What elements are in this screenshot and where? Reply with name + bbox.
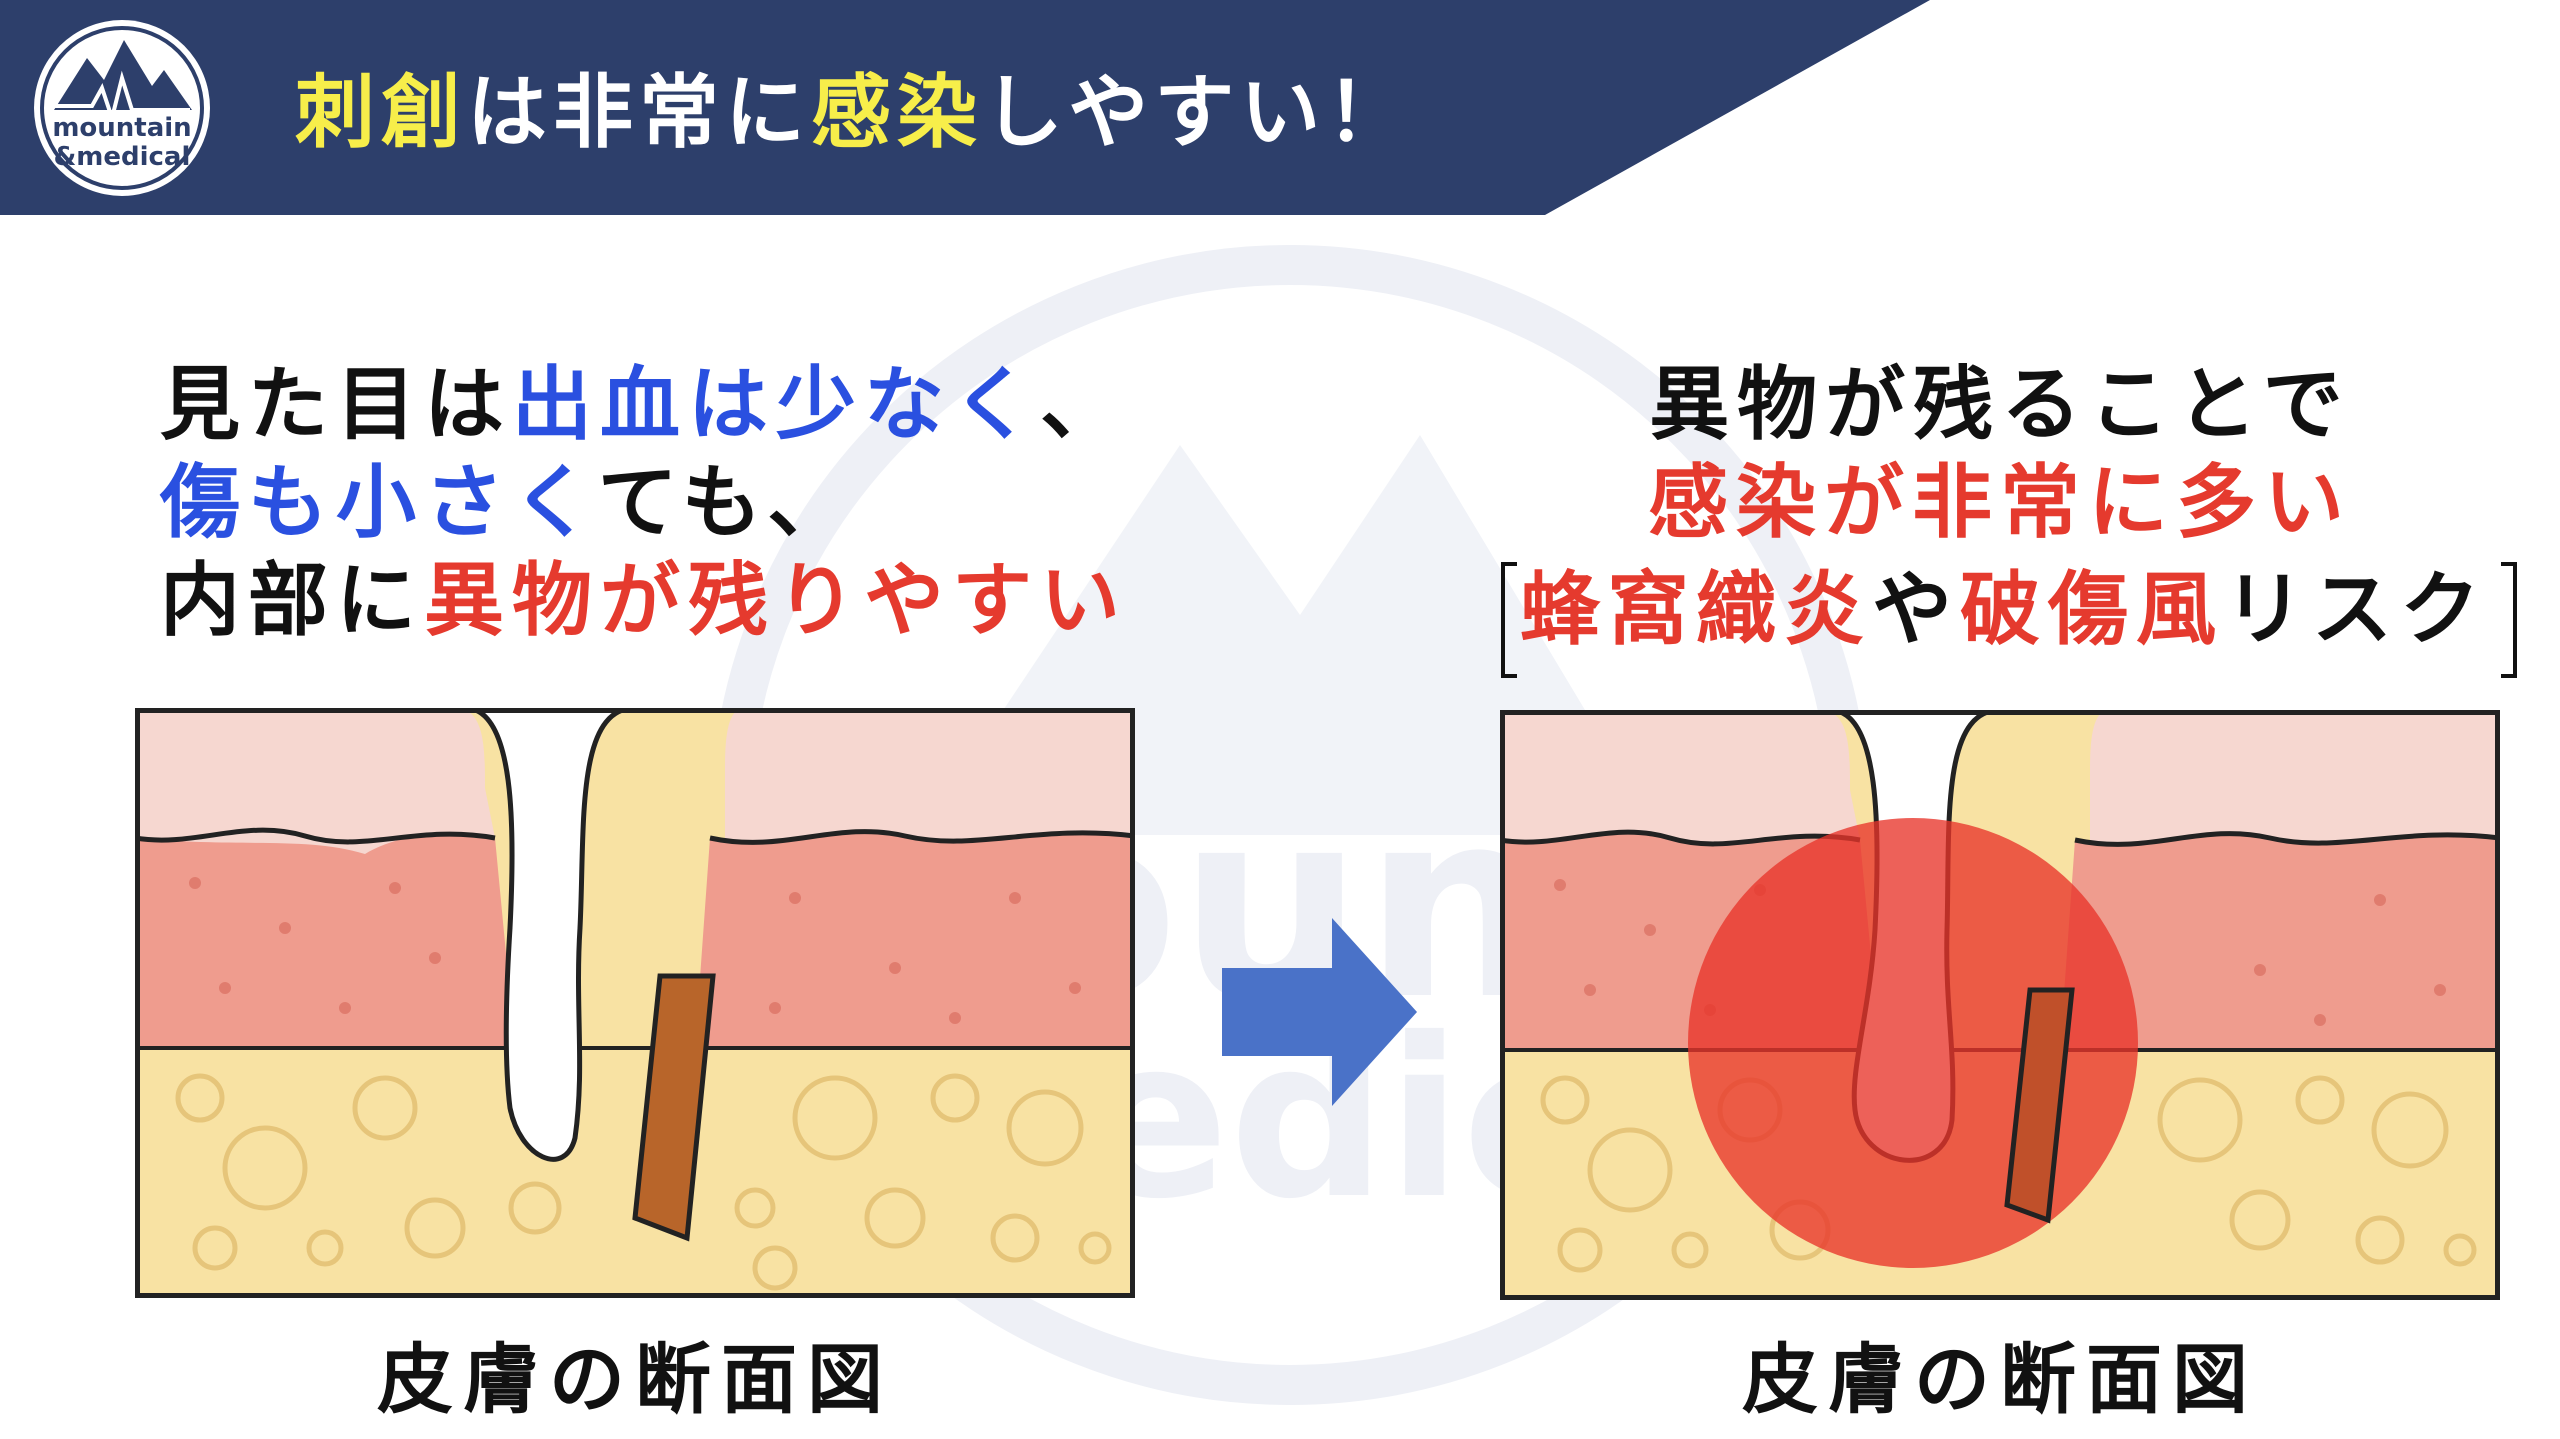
foreign-body-icon [632, 973, 716, 1242]
foreign-body-icon [2004, 987, 2075, 1224]
right-text-line-1: 異物が残ることで [1649, 358, 2351, 451]
skin-diagram-left [135, 708, 1135, 1298]
bracket-left [1501, 562, 1517, 678]
header-banner [0, 0, 1930, 215]
left-text-line-1: 見た目は出血は少なく、 [160, 358, 1128, 451]
logo-text-1: mountain [52, 113, 192, 143]
right-text-line-3: 蜂窩織炎や破傷風リスク [1520, 563, 2488, 656]
caption-left: 皮膚の断面図 [377, 1335, 893, 1424]
bracket-right [2501, 562, 2517, 678]
title-text-2: しやすい！ [983, 66, 1413, 159]
left-text-line-2: 傷も小さくても、 [160, 456, 856, 549]
title-text-1: は非常に [467, 66, 811, 159]
left-text-line-3: 内部に異物が残りやすい [160, 554, 1128, 647]
logo-text-2: &medical [53, 142, 191, 172]
infection-area [1688, 818, 2138, 1268]
logo: mountain &medical [32, 18, 212, 198]
caption-right: 皮膚の断面図 [1742, 1335, 2258, 1424]
right-text-line-2: 感染が非常に多い [1648, 456, 2352, 549]
right-arrow-icon [1222, 918, 1417, 1106]
title-highlight-2: 感染 [811, 66, 983, 159]
skin-diagram-right [1500, 710, 2500, 1300]
page-title: 刺創は非常に感染しやすい！ [295, 48, 1412, 164]
mountain-logo-icon [34, 20, 210, 196]
title-highlight-1: 刺創 [295, 66, 467, 159]
